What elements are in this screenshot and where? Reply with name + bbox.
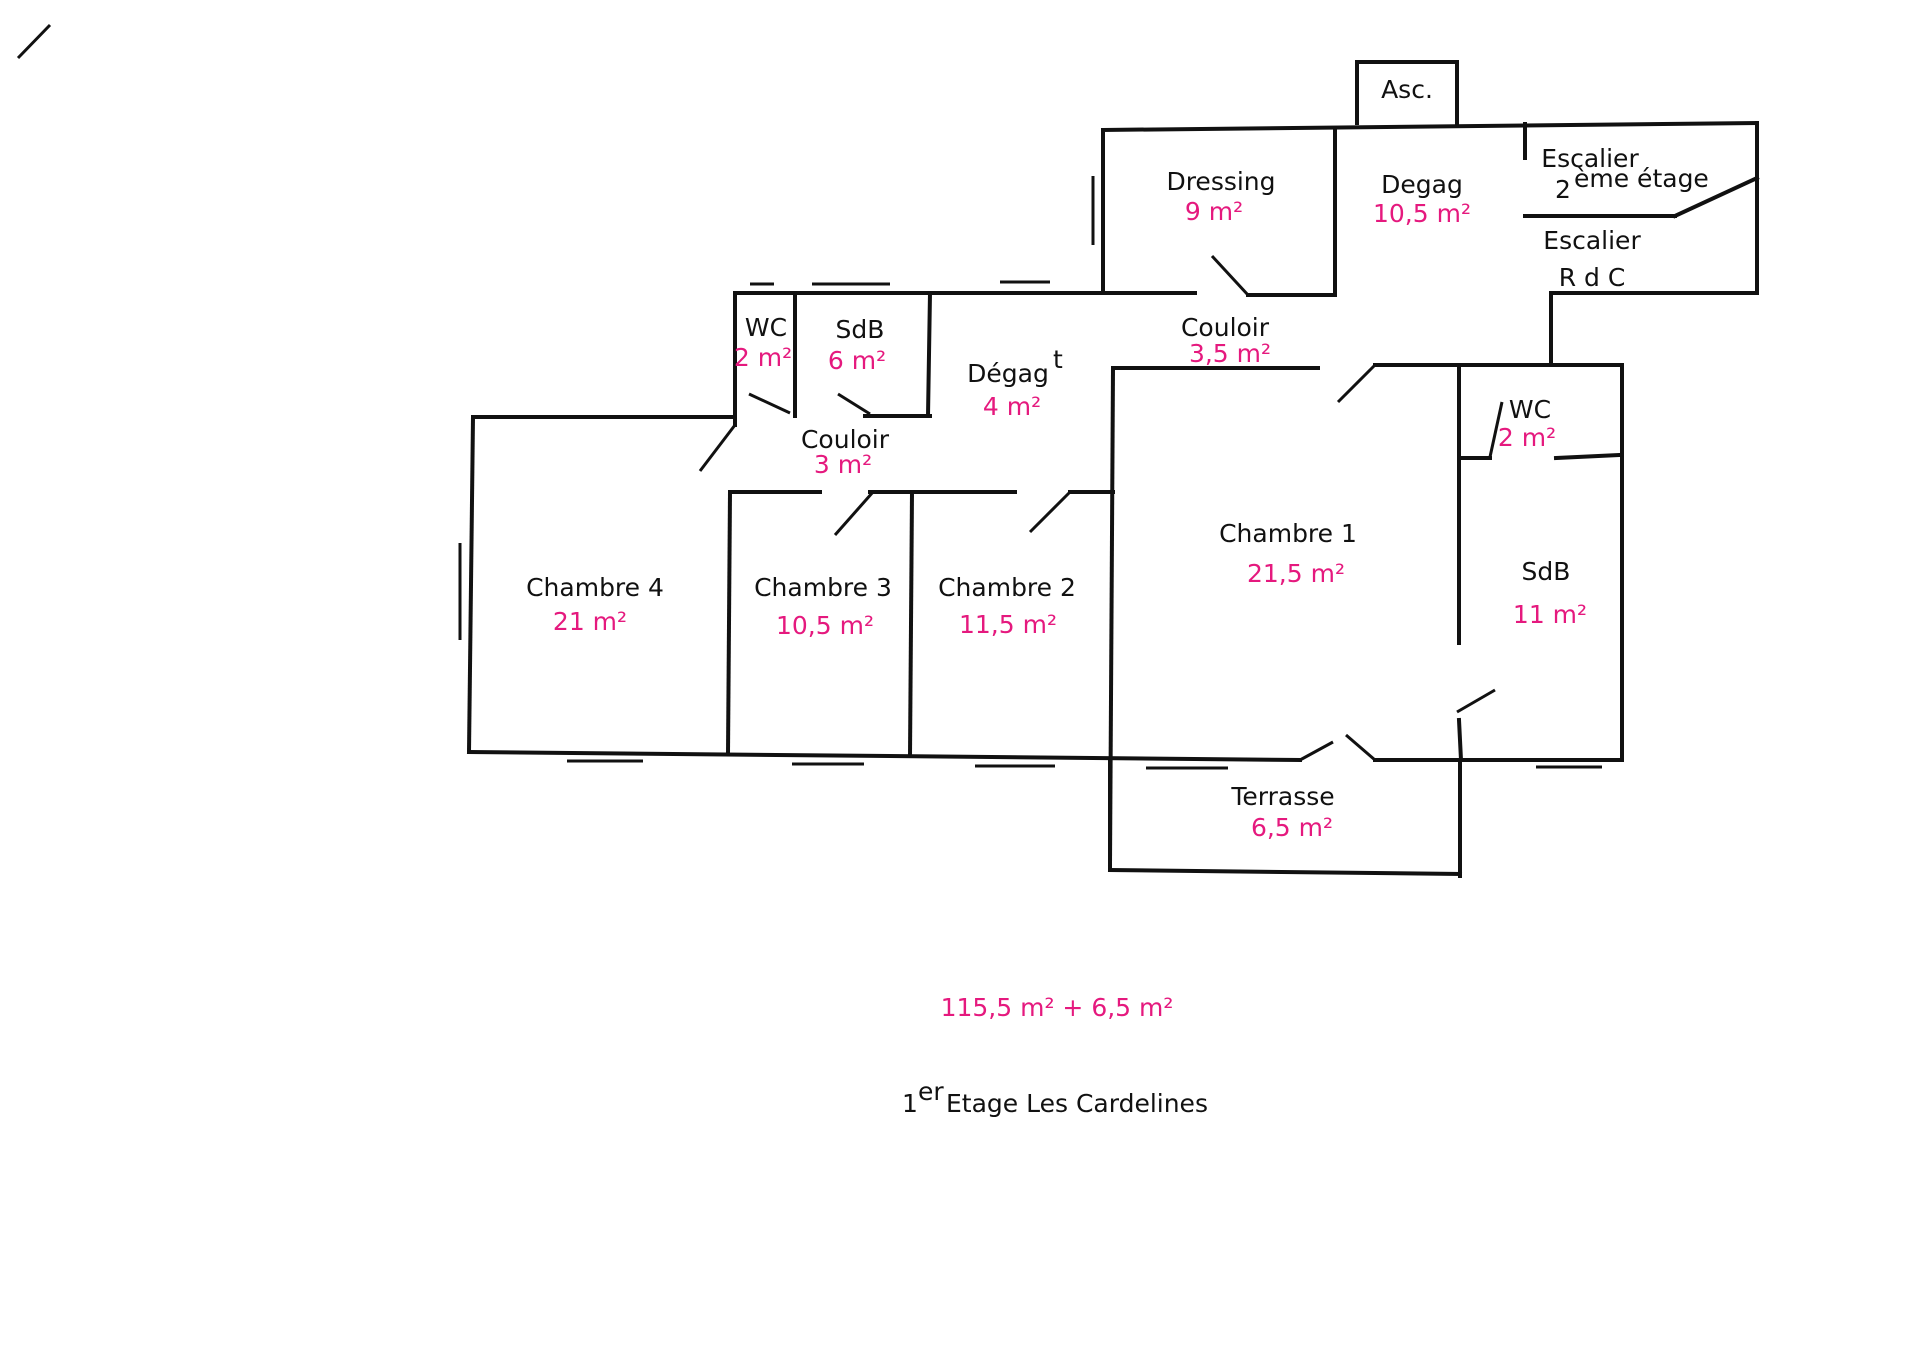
room-asc-name: Asc. bbox=[1381, 75, 1433, 104]
door-chambre1-top bbox=[1336, 363, 1377, 404]
door-sdb-small bbox=[837, 392, 871, 416]
room-couloir-top-area: 3,5 m² bbox=[1189, 339, 1271, 368]
door-chambre3 bbox=[833, 491, 875, 536]
room-wc-right-name: WC bbox=[1509, 395, 1551, 424]
door-terrasse-b bbox=[1345, 733, 1376, 762]
room-chambre2-name: Chambre 2 bbox=[938, 573, 1076, 602]
floor-title-ordinal: 1 bbox=[902, 1089, 918, 1118]
room-escalier-2-name: Escalier bbox=[1541, 144, 1639, 173]
room-couloir-left-area: 3 m² bbox=[814, 450, 872, 479]
stair-run bbox=[1672, 175, 1760, 219]
wall-chambre4-3 bbox=[725, 489, 733, 757]
room-degag-mid-name: Dégag bbox=[967, 359, 1049, 388]
door-wc-left bbox=[748, 392, 791, 415]
room-dressing-area: 9 m² bbox=[1185, 197, 1243, 226]
room-terrasse-name: Terrasse bbox=[1230, 782, 1334, 811]
room-wc-right-area: 2 m² bbox=[1498, 423, 1556, 452]
wall-top bbox=[1100, 120, 1760, 133]
wall-elevator bbox=[1355, 60, 1459, 125]
doors bbox=[698, 254, 1504, 762]
wall-sdb-bottom-left bbox=[1456, 717, 1464, 763]
room-escalier-rdc-sub: R d C bbox=[1559, 263, 1626, 292]
room-wc-left-area: 2 m² bbox=[734, 343, 792, 372]
door-wc-right bbox=[1488, 401, 1504, 458]
wall-bottom-left bbox=[466, 749, 1303, 763]
room-couloir-left-name: Couloir bbox=[801, 425, 890, 454]
room-chambre3-area: 10,5 m² bbox=[776, 611, 874, 640]
wall-sdb-right bbox=[925, 290, 933, 419]
wall-chambre4-left bbox=[466, 414, 476, 755]
wall-wc-right-bottom-b bbox=[1553, 452, 1623, 461]
room-chambre1-area: 21,5 m² bbox=[1247, 559, 1345, 588]
door-sdb-large bbox=[1456, 688, 1496, 714]
room-escalier-2-sub: 2 bbox=[1555, 175, 1571, 204]
wall-terrasse-bottom bbox=[1107, 867, 1463, 877]
room-wc-left-name: WC bbox=[745, 313, 787, 342]
room-sdb-large-area: 11 m² bbox=[1513, 600, 1587, 629]
walls bbox=[466, 60, 1760, 878]
room-dressing-name: Dressing bbox=[1166, 167, 1275, 196]
door-dressing bbox=[1210, 254, 1250, 297]
room-chambre2-area: 11,5 m² bbox=[959, 610, 1057, 639]
door-chambre4 bbox=[698, 424, 737, 472]
room-degag-top-name: Degag bbox=[1381, 170, 1463, 199]
room-labels: Asc. Dressing 9 m² Degag 10,5 m² Escalie… bbox=[526, 75, 1709, 842]
room-escalier-rdc-name: Escalier bbox=[1543, 226, 1641, 255]
total-surface: 115,5 m² + 6,5 m² bbox=[941, 993, 1174, 1022]
room-sdb-small-area: 6 m² bbox=[828, 346, 886, 375]
room-escalier-2-sup: ème étage bbox=[1574, 164, 1709, 193]
room-chambre1-name: Chambre 1 bbox=[1219, 519, 1357, 548]
room-sdb-large-name: SdB bbox=[1522, 557, 1571, 586]
room-chambre4-name: Chambre 4 bbox=[526, 573, 664, 602]
room-degag-top-area: 10,5 m² bbox=[1373, 199, 1471, 228]
door-chambre2 bbox=[1028, 490, 1072, 534]
door-terrasse-a bbox=[1299, 740, 1334, 762]
room-chambre3-name: Chambre 3 bbox=[754, 573, 892, 602]
room-sdb-small-name: SdB bbox=[836, 315, 885, 344]
room-terrasse-area: 6,5 m² bbox=[1251, 813, 1333, 842]
room-chambre4-area: 21 m² bbox=[553, 607, 627, 636]
windows bbox=[458, 176, 1602, 770]
wall-chambre3-2 bbox=[907, 489, 915, 759]
room-degag-mid-sup: t bbox=[1053, 345, 1063, 374]
floor-title-text: Etage Les Cardelines bbox=[946, 1089, 1208, 1118]
room-degag-mid-area: 4 m² bbox=[983, 392, 1041, 421]
room-couloir-top-name: Couloir bbox=[1181, 313, 1270, 342]
floor-title-sup: er bbox=[918, 1077, 944, 1106]
floor-title: 1 er Etage Les Cardelines bbox=[902, 1077, 1208, 1118]
pen-mark bbox=[16, 23, 52, 60]
